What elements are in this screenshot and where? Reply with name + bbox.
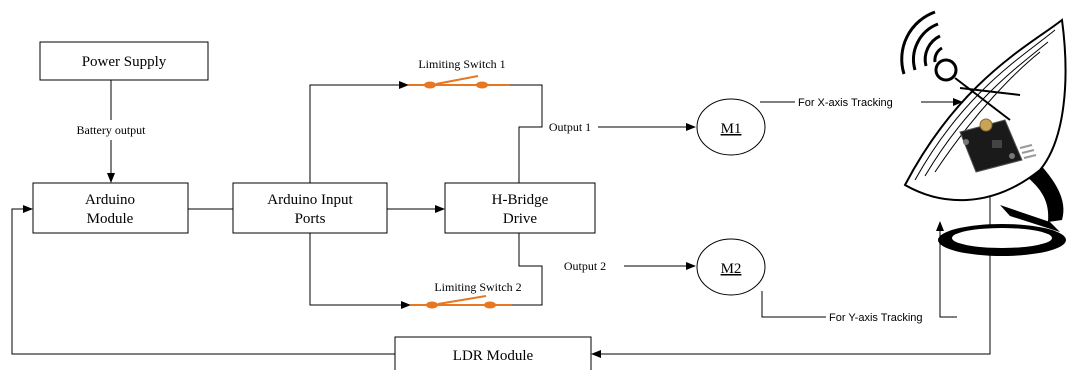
output-1-label: Output 1 <box>549 120 591 134</box>
limiting-switch-1-icon <box>408 75 510 89</box>
input-ports-label-line2: Ports <box>295 211 326 227</box>
arduino-module-label-line1: Arduino <box>85 192 135 208</box>
ldr-module-label: LDR Module <box>453 348 534 364</box>
limiting-switch-2-label: Limiting Switch 2 <box>434 280 521 294</box>
arduino-module-label-line2: Module <box>87 211 134 227</box>
input-ports-label-line1: Arduino Input <box>267 192 353 208</box>
motor-m2-label: M2 <box>721 261 742 277</box>
limiting-switch-2-icon <box>410 295 512 309</box>
output-1-path: Output 1 <box>549 120 696 134</box>
x-axis-tracking-connector: For X-axis Tracking <box>760 97 963 109</box>
hbridge-drive-block: H-Bridge Drive <box>444 182 596 234</box>
power-supply-label: Power Supply <box>82 54 167 70</box>
ldr-module-block: LDR Module <box>394 336 592 370</box>
limiting-switch-1-label: Limiting Switch 1 <box>418 57 505 71</box>
output-2-path: Output 2 <box>564 259 696 273</box>
arduino-module-block: Arduino Module <box>32 182 189 234</box>
arduino-input-ports-block: Arduino Input Ports <box>232 182 388 234</box>
ldr-sensor-icon <box>959 118 1037 173</box>
hbridge-label-line1: H-Bridge <box>492 192 549 208</box>
y-axis-tracking-connector: For Y-axis Tracking <box>761 221 957 324</box>
motor-m1: M1 <box>696 98 766 156</box>
output-2-label: Output 2 <box>564 259 606 273</box>
battery-output-connector: Battery output <box>77 80 147 183</box>
limit-switch-2-path: Limiting Switch 2 <box>309 233 543 309</box>
power-supply-block: Power Supply <box>39 41 209 81</box>
battery-output-label: Battery output <box>77 123 147 137</box>
motor-m2: M2 <box>696 238 766 296</box>
x-axis-tracking-label: For X-axis Tracking <box>798 97 893 109</box>
satellite-dish-icon <box>900 10 1067 256</box>
limit-switch-1-path: Limiting Switch 1 <box>309 57 543 183</box>
y-axis-tracking-label: For Y-axis Tracking <box>829 312 923 324</box>
hbridge-label-line2: Drive <box>503 211 537 227</box>
motor-m1-label: M1 <box>721 121 742 137</box>
